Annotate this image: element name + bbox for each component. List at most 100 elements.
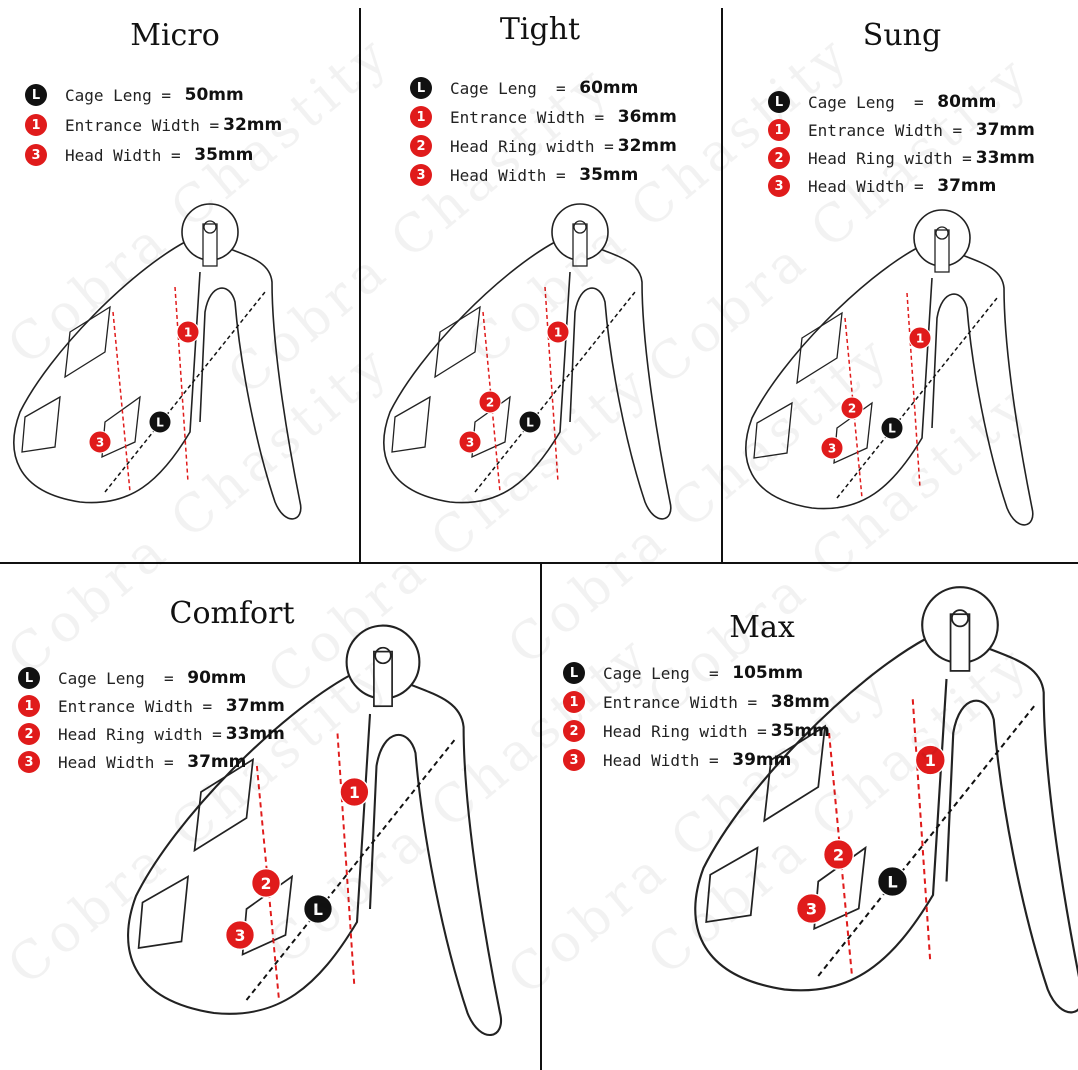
spec-label: Head Ring width xyxy=(450,136,595,156)
spec-value: 39mm xyxy=(732,750,792,770)
number-marker-icon: 2 xyxy=(768,147,790,169)
marker-label: 1 xyxy=(554,326,562,340)
number-marker-icon: 1 xyxy=(563,691,585,713)
spec-separator: = xyxy=(584,107,614,127)
spec-value: 33mm xyxy=(225,724,285,744)
base-ring xyxy=(931,252,1034,526)
marker-label: 3 xyxy=(828,442,836,456)
marker-label: L xyxy=(888,422,896,436)
length-arrow xyxy=(817,705,1036,977)
number-marker-icon xyxy=(251,868,281,898)
spec-label: Entrance Width xyxy=(58,696,193,716)
cage-body xyxy=(745,247,933,510)
lock-icon xyxy=(934,229,950,273)
entrance-arrow xyxy=(906,292,921,489)
cage-drawing: 1 2 3 L xyxy=(694,586,1078,1014)
spec-label: Cage Leng xyxy=(65,85,152,105)
marker-label: L xyxy=(887,873,897,892)
length-marker-icon: L xyxy=(18,667,40,689)
panel-title-micro: Micro xyxy=(130,18,220,53)
spec-label: Head Width xyxy=(450,165,547,185)
cage-slot xyxy=(753,401,793,459)
marker-label: L xyxy=(156,416,164,430)
number-marker-icon: 3 xyxy=(410,164,432,186)
length-arrow xyxy=(104,291,266,493)
marker-label: 2 xyxy=(261,875,272,893)
length-marker-icon xyxy=(876,865,909,898)
spec-row: 3 Head Width = 35mm xyxy=(410,164,638,186)
lock-icon xyxy=(572,223,588,267)
spec-separator: = xyxy=(594,136,614,156)
spec-separator: = xyxy=(952,148,972,168)
length-marker-icon: L xyxy=(563,662,585,684)
spec-value: 35mm xyxy=(579,165,639,185)
head-arrow xyxy=(828,732,854,977)
number-marker-icon xyxy=(908,326,932,350)
spec-separator: = xyxy=(161,145,191,165)
lock-icon xyxy=(949,613,971,672)
cage-slot xyxy=(193,757,255,853)
spec-label: Entrance Width xyxy=(603,692,738,712)
number-marker-icon: 3 xyxy=(25,144,47,166)
number-marker-icon: 3 xyxy=(768,175,790,197)
base-ring xyxy=(569,246,672,520)
length-arrow xyxy=(474,291,636,493)
marker-label: 3 xyxy=(806,900,817,919)
number-marker-icon: 1 xyxy=(410,106,432,128)
number-marker-icon xyxy=(795,892,828,925)
keyhole-icon xyxy=(935,226,949,240)
length-marker-icon: L xyxy=(768,91,790,113)
spec-separator: = xyxy=(546,165,576,185)
keyhole-icon xyxy=(374,646,392,665)
entrance-arrow xyxy=(174,286,189,483)
panel-title-sung: Sung xyxy=(862,18,942,53)
spec-value: 37mm xyxy=(225,696,285,716)
number-marker-icon: 2 xyxy=(18,723,40,745)
marker-label: 3 xyxy=(96,436,104,450)
marker-label: 1 xyxy=(925,751,936,770)
spec-separator: = xyxy=(942,120,972,140)
cage-slot xyxy=(434,305,481,379)
number-marker-icon: 1 xyxy=(25,114,47,136)
number-marker-icon xyxy=(914,744,946,776)
spec-separator: = xyxy=(689,663,729,683)
length-marker-icon xyxy=(880,416,904,440)
spec-separator: = xyxy=(154,752,184,772)
cage-body xyxy=(127,674,372,1015)
number-marker-icon: 3 xyxy=(18,751,40,773)
head-arrow xyxy=(255,765,280,1001)
spec-value: 35mm xyxy=(194,145,254,165)
cage-slot xyxy=(763,724,827,823)
spec-separator: = xyxy=(699,750,729,770)
cage-slot xyxy=(391,395,431,453)
entrance-arrow xyxy=(336,733,356,988)
number-marker-icon xyxy=(339,777,370,807)
number-marker-icon: 2 xyxy=(410,135,432,157)
number-marker-icon: 3 xyxy=(563,749,585,771)
keyhole-icon xyxy=(951,609,969,628)
keyhole-icon xyxy=(203,220,217,234)
base-ring xyxy=(199,246,302,520)
marker-label: 2 xyxy=(833,846,844,865)
panel-title-comfort: Comfort xyxy=(169,596,295,631)
number-marker-icon xyxy=(176,320,200,344)
spec-value: 38mm xyxy=(770,692,830,712)
spec-value: 80mm xyxy=(937,92,997,112)
number-marker-icon xyxy=(546,320,570,344)
